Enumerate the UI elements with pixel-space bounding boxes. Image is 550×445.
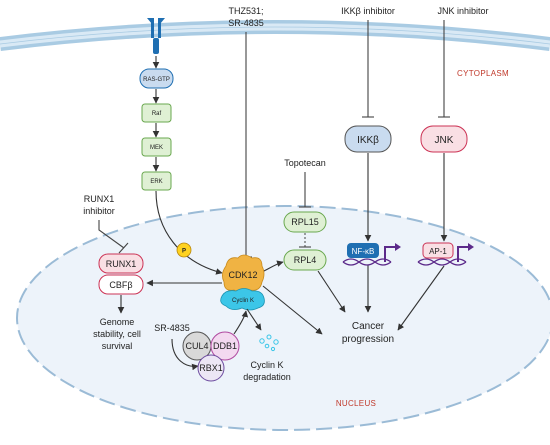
cul4-label: CUL4 bbox=[185, 341, 208, 351]
cyclin-deg-label-2: degradation bbox=[243, 372, 291, 382]
rpl15-label: RPL15 bbox=[291, 217, 319, 227]
mek-label: MEK bbox=[150, 145, 163, 151]
cyclin-k-label: Cyclin K bbox=[232, 298, 254, 304]
jnk-inhibitor-label: JNK inhibitor bbox=[437, 6, 488, 16]
rpl15-node: RPL15 bbox=[283, 211, 327, 233]
ddb1-shape bbox=[210, 331, 240, 361]
ras-gtp-label: RAS-GTP bbox=[143, 77, 170, 83]
nucleus-envelope bbox=[16, 205, 550, 431]
erk-node: ERK bbox=[141, 171, 172, 191]
ikkb-inhibitor-label: IKKβ inhibitor bbox=[341, 6, 395, 16]
runx1-label: RUNX1 bbox=[106, 259, 137, 269]
cell-membrane bbox=[0, 20, 550, 51]
cytoplasm-label: CYTOPLASM bbox=[457, 69, 509, 78]
receptor-icon bbox=[147, 18, 165, 54]
rpl4-node: RPL4 bbox=[283, 249, 327, 271]
topotecan-label: Topotecan bbox=[284, 158, 326, 168]
genome-label-3: survival bbox=[102, 341, 133, 351]
cdk12-shape bbox=[222, 254, 265, 294]
erk-label: ERK bbox=[150, 179, 162, 185]
cbfb-node: CBFβ bbox=[98, 274, 144, 295]
runx1-inhibitor-label-2: inhibitor bbox=[83, 206, 115, 216]
ikkb-node: IKKβ bbox=[344, 125, 392, 153]
mek-node: MEK bbox=[141, 137, 172, 157]
jnk-node: JNK bbox=[420, 125, 468, 153]
ikkb-label: IKKβ bbox=[357, 135, 379, 146]
cancer-label-2: progression bbox=[342, 334, 394, 345]
ras-gtp-node: RAS-GTP bbox=[139, 68, 174, 89]
e3-ligase-complex: CUL4 DDB1 RBX1 bbox=[182, 331, 240, 382]
cyclin-k-shape bbox=[220, 288, 265, 311]
cbfb-label: CBFβ bbox=[109, 280, 132, 290]
cyclin-deg-label-1: Cyclin K bbox=[250, 360, 283, 370]
genome-label-2: stability, cell bbox=[93, 329, 141, 339]
sr4835-bottom-label: SR-4835 bbox=[154, 323, 190, 333]
ap1-gene: AP-1 bbox=[417, 242, 474, 266]
runx1-inhibitor-label-1: RUNX1 bbox=[84, 194, 115, 204]
sr4835-top-label: SR-4835 bbox=[228, 18, 264, 28]
thz531-label: THZ531; bbox=[228, 6, 263, 16]
ap1-label: AP-1 bbox=[429, 247, 447, 256]
cancer-label-1: Cancer bbox=[352, 321, 385, 332]
runx1-node: RUNX1 bbox=[98, 253, 144, 274]
degradation-fragments-icon bbox=[259, 334, 279, 352]
rpl4-label: RPL4 bbox=[294, 255, 317, 265]
phospho-label: P bbox=[182, 249, 186, 255]
rbx1-label: RBX1 bbox=[199, 363, 223, 373]
ddb1-label: DDB1 bbox=[213, 341, 237, 351]
jnk-label: JNK bbox=[435, 135, 454, 146]
cdk12-complex: CDK12 Cyclin K bbox=[220, 254, 265, 311]
raf-node: Raf bbox=[141, 103, 172, 123]
rbx1-shape bbox=[197, 354, 225, 382]
nucleus-label: NUCLEUS bbox=[336, 399, 376, 408]
raf-label: Raf bbox=[152, 111, 162, 117]
genome-label-1: Genome bbox=[100, 317, 135, 327]
nfkb-gene: NF-κB bbox=[342, 243, 401, 266]
phospho-badge: P bbox=[176, 242, 192, 258]
cdk12-label: CDK12 bbox=[228, 270, 257, 280]
nfkb-label: NF-κB bbox=[352, 247, 375, 256]
